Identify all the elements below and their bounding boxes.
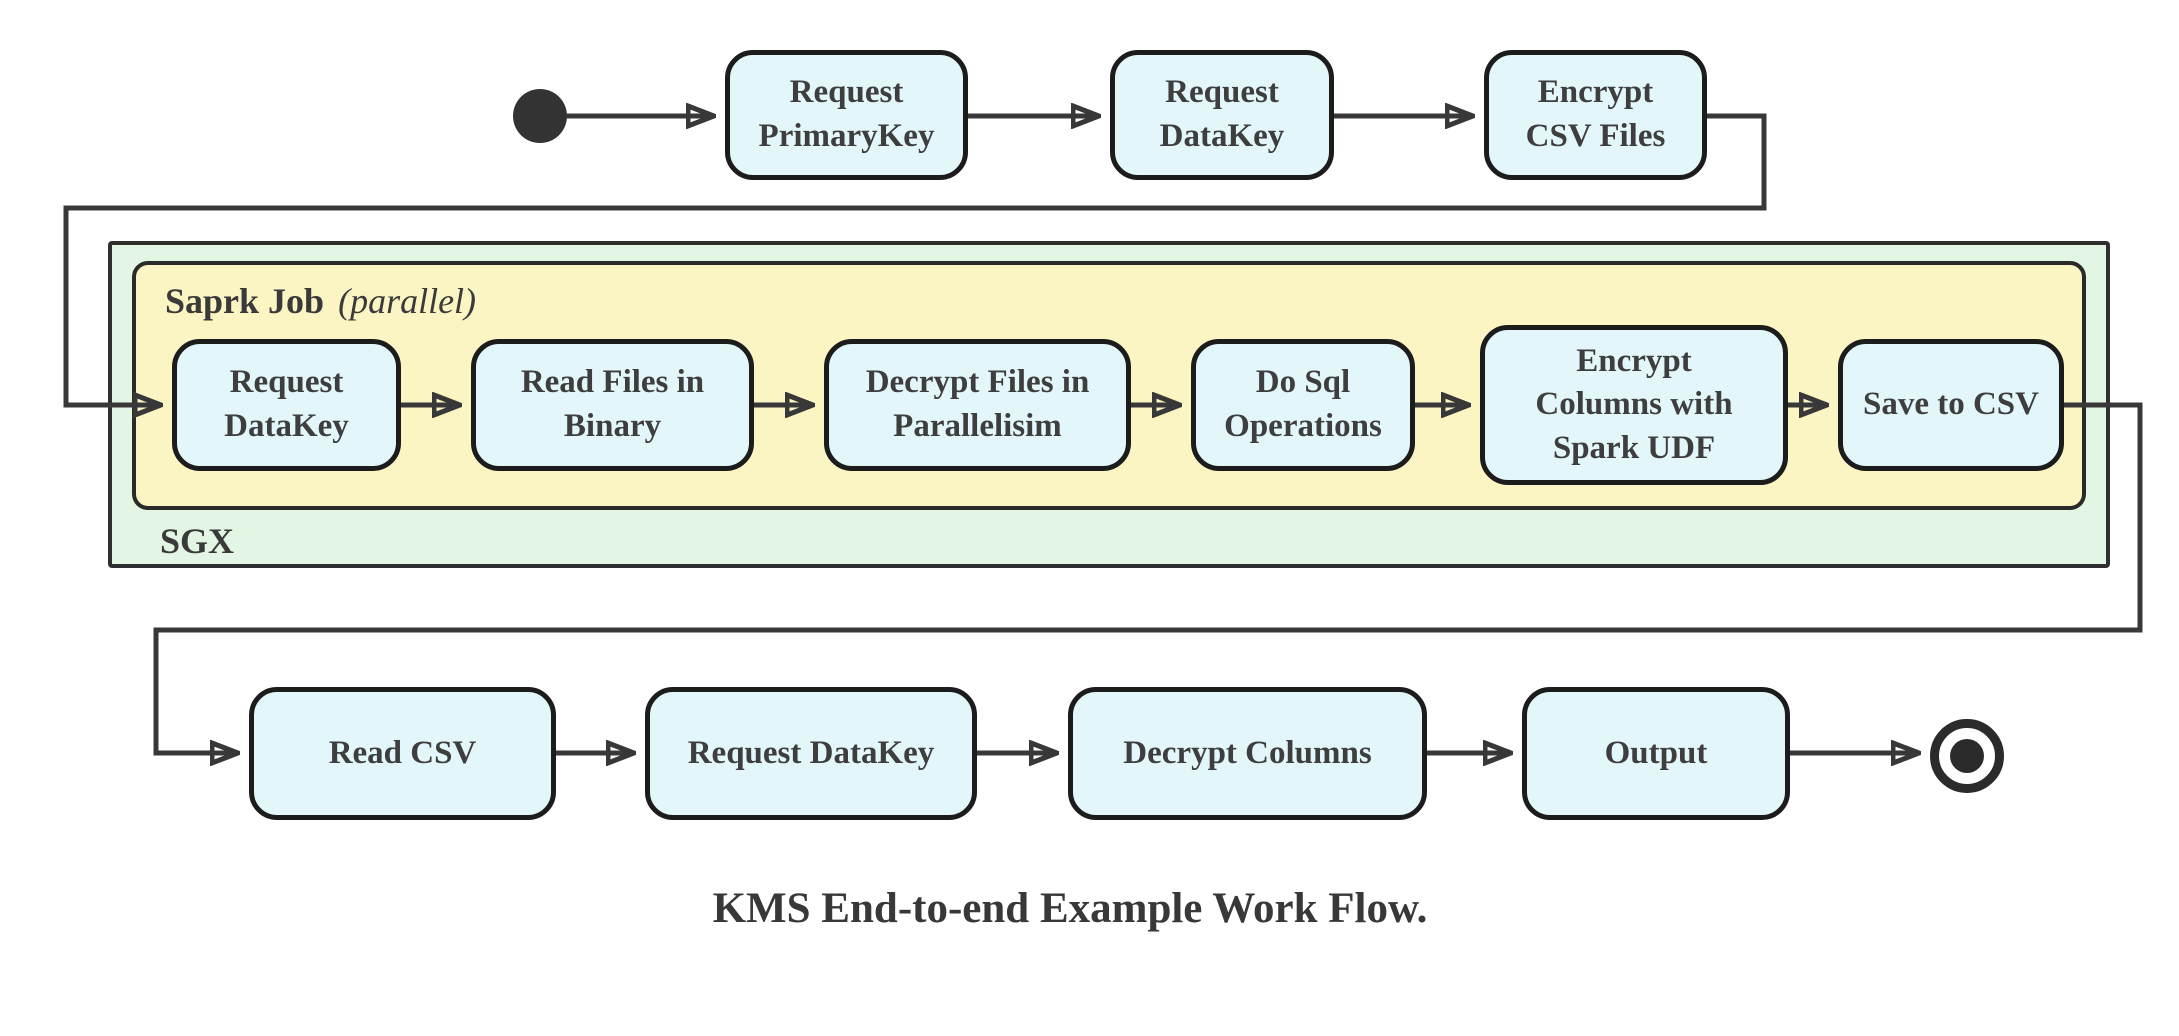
node-save-to-csv: Save to CSV	[1838, 339, 2064, 471]
edge-save-to-csv-to-read-csv	[153, 402, 2143, 753]
final-state-icon	[1930, 719, 2004, 793]
spark-job-label-title: Saprk Job	[165, 281, 325, 321]
initial-state-dot	[513, 89, 567, 143]
node-spark-request-datakey: Request DataKey	[172, 339, 401, 471]
node-request-datakey-top: Request DataKey	[1110, 50, 1334, 180]
node-decrypt-files-in-parallelisim: Decrypt Files in Parallelisim	[824, 339, 1131, 471]
spark-job-label-parallel: (parallel)	[338, 281, 477, 321]
edge-encrypt-csv-files-to-spark-request-datakey	[63, 113, 1767, 405]
node-output: Output	[1522, 687, 1790, 820]
node-read-files-in-binary: Read Files in Binary	[471, 339, 754, 471]
node-read-csv: Read CSV	[249, 687, 556, 820]
node-encrypt-columns-with-spark-udf: Encrypt Columns with Spark UDF	[1480, 325, 1788, 485]
node-request-datakey-bottom: Request DataKey	[645, 687, 977, 820]
spark-job-label: Saprk Job (parallel)	[165, 280, 476, 322]
sgx-label: SGX	[160, 521, 235, 561]
node-do-sql-operations: Do Sql Operations	[1191, 339, 1415, 471]
diagram-caption: KMS End-to-end Example Work Flow.	[712, 885, 1428, 932]
node-encrypt-csv-files: Encrypt CSV Files	[1484, 50, 1707, 180]
node-decrypt-columns: Decrypt Columns	[1068, 687, 1427, 820]
final-state-inner-dot	[1950, 739, 1984, 773]
node-request-primarykey: Request PrimaryKey	[725, 50, 968, 180]
